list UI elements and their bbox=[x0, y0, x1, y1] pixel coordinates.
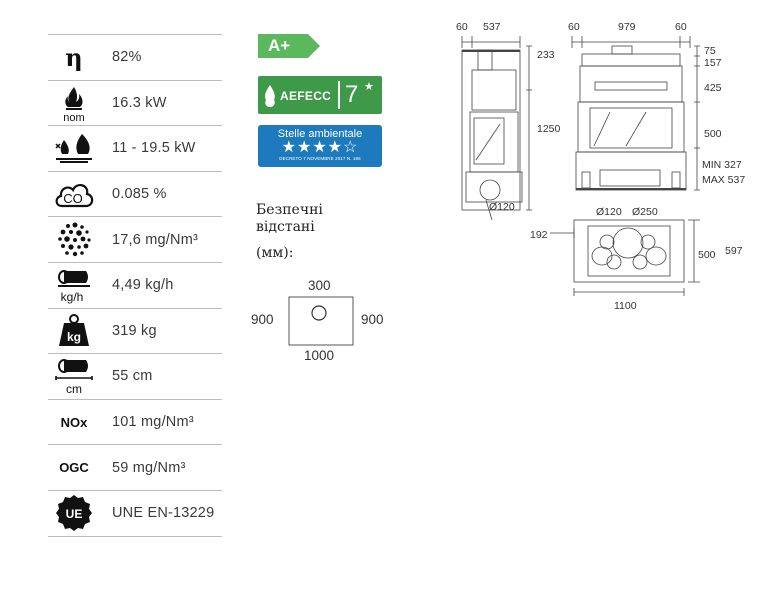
clearance-bottom: 1000 bbox=[304, 348, 335, 363]
spec-value: 16.3 kW bbox=[112, 94, 167, 111]
weight-icon: kg bbox=[48, 311, 100, 351]
technical-drawings bbox=[461, 36, 700, 296]
spec-row-efficiency: η 82% bbox=[48, 34, 222, 80]
spec-value: 0.085 % bbox=[112, 186, 167, 203]
aefecc-rating: 7 bbox=[345, 81, 359, 108]
spec-value: 11 - 19.5 kW bbox=[112, 140, 196, 157]
spec-row-nominal-power: nom 16.3 kW bbox=[48, 79, 222, 126]
clearance-top: 300 bbox=[308, 278, 331, 293]
wood-consumption-icon: kg/h bbox=[48, 265, 100, 305]
spec-value: 17,6 mg/Nm³ bbox=[112, 231, 198, 248]
star-icon: ★ bbox=[364, 81, 374, 93]
ue-seal-icon: UE bbox=[48, 493, 100, 533]
stelle-stars: ★★★★☆ bbox=[281, 139, 359, 156]
spec-row-log-length: cm 55 cm bbox=[48, 353, 222, 399]
spec-value: 4,49 kg/h bbox=[112, 277, 174, 294]
spec-table: η 82% nom 16.3 kW 11 - 19.5 kW bbox=[48, 34, 222, 537]
flame-icon bbox=[265, 85, 275, 107]
spec-value: 82% bbox=[112, 49, 142, 66]
power-range-flames-icon bbox=[48, 128, 100, 168]
aefecc-badge: AEFECC 7 ★ bbox=[258, 76, 382, 114]
nom-text: nom bbox=[63, 112, 84, 123]
clearance-title: Безпечні відстані bbox=[256, 202, 323, 235]
nox-icon: NOx bbox=[60, 414, 88, 430]
ogc-icon: OGC bbox=[59, 460, 89, 476]
spec-value: 319 kg bbox=[112, 322, 157, 339]
spec-row-consumption: kg/h 4,49 kg/h bbox=[48, 261, 222, 308]
stelle-decree: DECRETO 7 NOVEMBRE 2017 N. 186 bbox=[279, 156, 361, 161]
spec-row-co: CO 0.085 % bbox=[48, 170, 222, 217]
clearance-diagram bbox=[288, 296, 354, 346]
co-text: CO bbox=[63, 191, 83, 206]
spec-row-weight: kg 319 kg bbox=[48, 307, 222, 354]
energy-class-label: A+ bbox=[268, 36, 291, 55]
spec-value: 55 cm bbox=[112, 368, 153, 385]
log-length-icon: cm bbox=[48, 356, 100, 396]
spec-row-ogc: OGC 59 mg/Nm³ bbox=[48, 444, 222, 490]
clearance-unit: (мм): bbox=[256, 245, 294, 261]
kg-text: kg bbox=[67, 330, 81, 344]
spec-row-power-range: 11 - 19.5 kW bbox=[48, 125, 222, 171]
spec-row-nox: NOx 101 mg/Nm³ bbox=[48, 398, 222, 445]
energy-class-badge: A+ bbox=[258, 34, 320, 58]
spec-row-standard: UE UNE EN-13229 bbox=[48, 489, 222, 537]
kgh-text: kg/h bbox=[61, 290, 84, 304]
clearance-right: 900 bbox=[361, 312, 384, 327]
spec-row-particulate: 17,6 mg/Nm³ bbox=[48, 216, 222, 262]
stelle-title: Stelle ambientale bbox=[277, 128, 363, 140]
stelle-ambientale-badge: Stelle ambientale ★★★★☆ DECRETO 7 NOVEMB… bbox=[258, 125, 382, 167]
aefecc-label: AEFECC bbox=[280, 89, 332, 103]
spec-value: 59 mg/Nm³ bbox=[112, 459, 186, 476]
divider bbox=[338, 81, 340, 109]
spec-value: UNE EN-13229 bbox=[112, 505, 215, 522]
nominal-power-flame-icon: nom bbox=[48, 83, 100, 123]
spec-value: 101 mg/Nm³ bbox=[112, 414, 194, 431]
co-cloud-icon: CO bbox=[48, 174, 100, 214]
particulate-dots-icon bbox=[48, 220, 100, 260]
clearance-left: 900 bbox=[251, 312, 274, 327]
efficiency-eta-icon: η bbox=[65, 42, 83, 72]
cm-text: cm bbox=[66, 382, 82, 396]
ue-text: UE bbox=[66, 507, 83, 521]
